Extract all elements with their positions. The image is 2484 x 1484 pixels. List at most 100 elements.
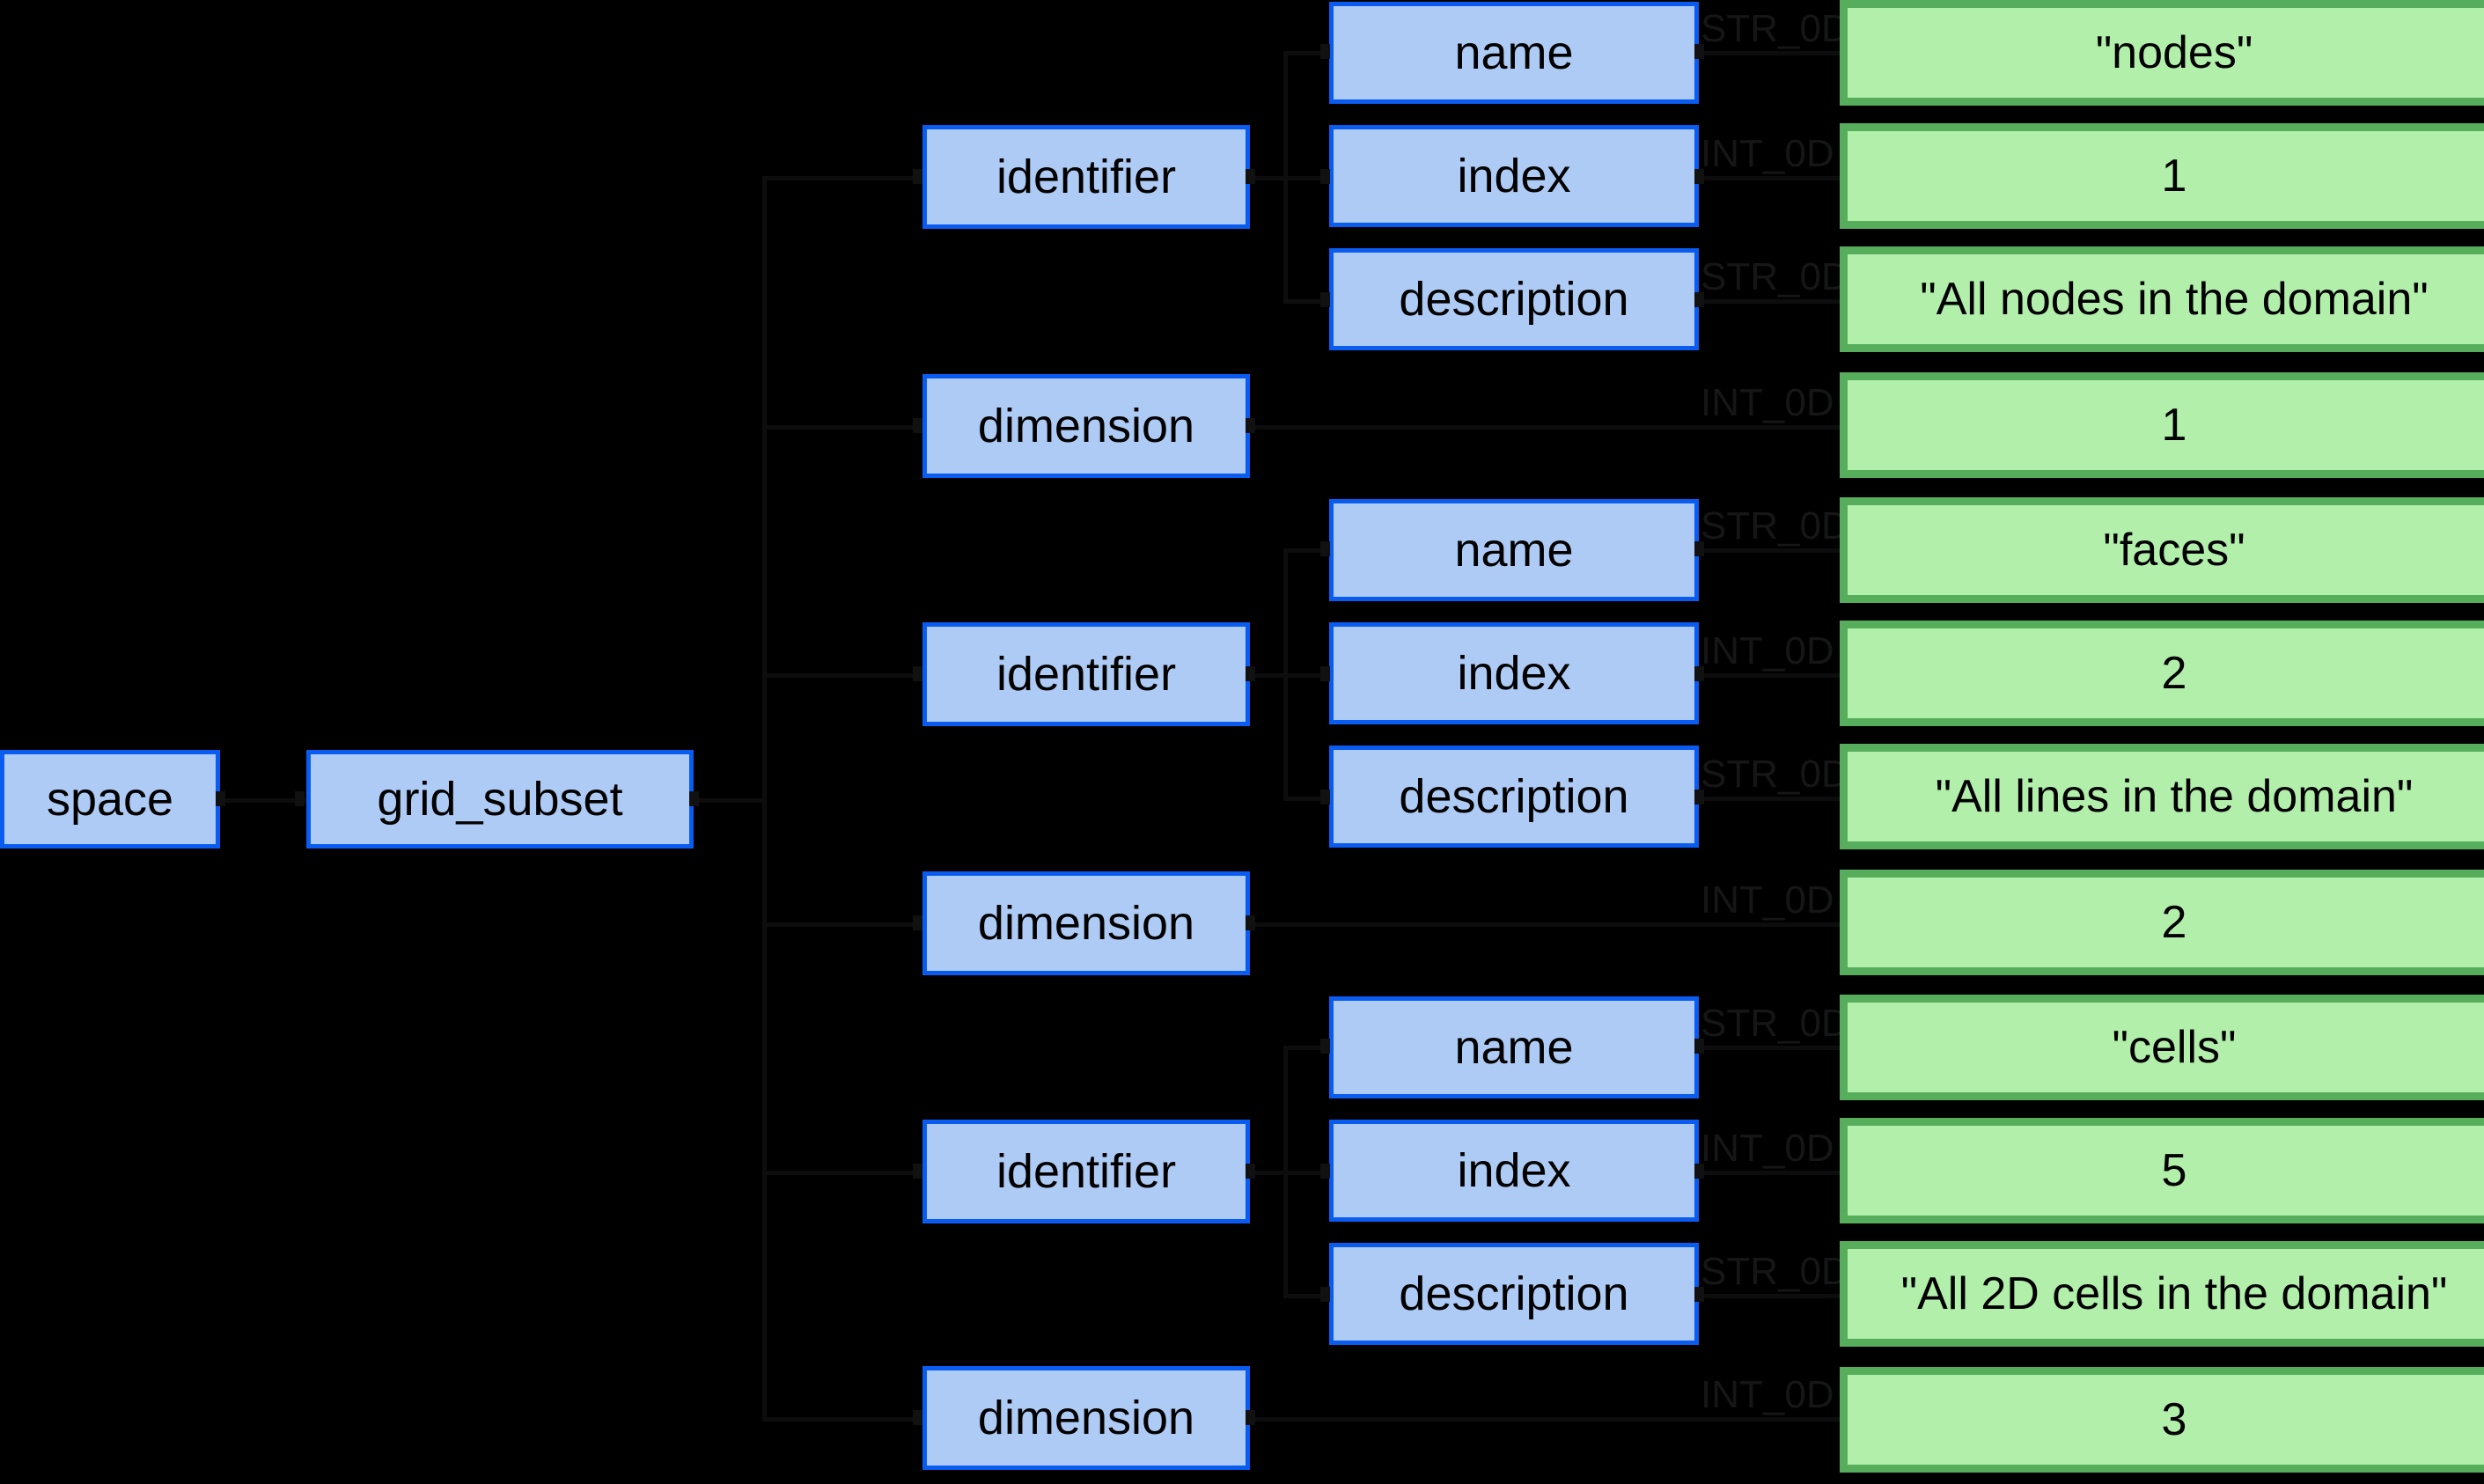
value-node-nodes-dimension: 1: [1840, 372, 2484, 478]
node-identifier-1[interactable]: identifier: [922, 125, 1250, 229]
node-space[interactable]: space: [0, 750, 220, 849]
edge-value-1: [1699, 51, 1840, 55]
node-name-1[interactable]: name: [1329, 2, 1699, 104]
nub-index-3-right: [1694, 1164, 1704, 1179]
edge-label-int-0d-1: INT_0D: [1701, 132, 1834, 175]
edge-id3-description: [1283, 1294, 1331, 1298]
edge-id2-description: [1283, 797, 1331, 801]
edge-id1-description: [1283, 299, 1331, 304]
edge-value-4: [1250, 425, 1840, 430]
value-node-cells-name: "cells": [1840, 995, 2484, 1100]
nub-grid-subset-right: [689, 791, 699, 806]
edge-branch-level2-6: [762, 1417, 922, 1422]
value-node-cells-index: 5: [1840, 1118, 2484, 1223]
node-identifier-3[interactable]: identifier: [922, 1120, 1250, 1223]
edge-id1-trunk: [1250, 176, 1285, 180]
value-node-nodes-index: 1: [1840, 123, 2484, 229]
edge-value-5: [1699, 548, 1840, 553]
edge-label-str-0d-1: STR_0D: [1701, 7, 1849, 50]
edge-value-2: [1699, 176, 1840, 180]
nub-dimension-3-right: [1246, 1410, 1255, 1425]
node-dimension-1[interactable]: dimension: [922, 374, 1250, 478]
nub-index-1-left: [1320, 169, 1330, 184]
edge-id2-trunk: [1250, 673, 1285, 678]
edge-id3-name: [1283, 1046, 1331, 1050]
edge-value-11: [1699, 1294, 1840, 1298]
edge-label-str-0d-3: STR_0D: [1701, 504, 1849, 547]
nub-dimension-1-right: [1246, 418, 1255, 433]
nub-index-3-left: [1320, 1164, 1330, 1179]
edge-label-str-0d-2: STR_0D: [1701, 255, 1849, 298]
node-index-3[interactable]: index: [1329, 1120, 1699, 1222]
node-index-2[interactable]: index: [1329, 622, 1699, 724]
nub-space-right: [216, 791, 225, 806]
edge-label-int-0d-3: INT_0D: [1701, 629, 1834, 672]
nub-description-2-right: [1694, 790, 1704, 804]
nub-description-1-right: [1694, 292, 1704, 307]
edge-space-to-grid-subset: [222, 798, 310, 803]
nub-identifier-1-right: [1246, 169, 1255, 184]
nub-name-2-right: [1694, 541, 1704, 556]
edge-grid-subset-spine: [762, 176, 767, 1417]
node-dimension-3[interactable]: dimension: [922, 1366, 1250, 1470]
nub-dimension-1-left: [913, 418, 922, 433]
value-node-nodes-name: "nodes": [1840, 0, 2484, 106]
edge-grid-subset-trunk: [694, 798, 764, 803]
edge-id2-name: [1283, 548, 1331, 553]
edge-label-int-0d-5: INT_0D: [1701, 1127, 1834, 1170]
edge-id3-trunk: [1250, 1171, 1285, 1175]
value-node-cells-description: "All 2D cells in the domain": [1840, 1241, 2484, 1347]
value-node-faces-name: "faces": [1840, 497, 2484, 603]
nub-identifier-3-right: [1246, 1164, 1255, 1179]
nub-description-2-left: [1320, 790, 1330, 804]
node-dimension-2[interactable]: dimension: [922, 871, 1250, 975]
edge-label-str-0d-6: STR_0D: [1701, 1250, 1849, 1293]
edge-id1-index: [1283, 176, 1331, 180]
nub-dimension-3-left: [913, 1410, 922, 1425]
edge-label-int-0d-6: INT_0D: [1701, 1373, 1834, 1416]
edge-value-10: [1699, 1171, 1840, 1175]
nub-description-3-right: [1694, 1287, 1704, 1302]
edge-branch-level2-4: [762, 922, 922, 927]
value-node-faces-index: 2: [1840, 621, 2484, 726]
nub-dimension-2-right: [1246, 915, 1255, 930]
nub-name-1-right: [1694, 44, 1704, 59]
node-name-3[interactable]: name: [1329, 996, 1699, 1098]
node-description-1[interactable]: description: [1329, 248, 1699, 350]
nub-description-3-left: [1320, 1287, 1330, 1302]
value-node-faces-dimension: 2: [1840, 870, 2484, 975]
edge-id3-index: [1283, 1171, 1331, 1175]
nub-dimension-2-left: [913, 915, 922, 930]
nub-identifier-2-right: [1246, 666, 1255, 681]
edge-value-6: [1699, 673, 1840, 678]
nub-index-2-right: [1694, 666, 1704, 681]
nub-grid-subset-left: [295, 791, 305, 806]
node-name-2[interactable]: name: [1329, 499, 1699, 601]
edge-branch-level2-1: [762, 176, 922, 180]
nub-name-1-left: [1320, 44, 1330, 59]
nub-identifier-3-left: [913, 1164, 922, 1179]
edge-value-9: [1699, 1046, 1840, 1050]
edge-value-12: [1250, 1417, 1840, 1422]
value-node-faces-description: "All lines in the domain": [1840, 744, 2484, 849]
edge-label-int-0d-2: INT_0D: [1701, 381, 1834, 424]
edge-value-7: [1699, 797, 1840, 801]
edge-value-8: [1250, 922, 1840, 927]
value-node-nodes-description: "All nodes in the domain": [1840, 246, 2484, 352]
edge-id2-index: [1283, 673, 1331, 678]
node-description-3[interactable]: description: [1329, 1243, 1699, 1345]
node-index-1[interactable]: index: [1329, 125, 1699, 227]
nub-description-1-left: [1320, 292, 1330, 307]
node-identifier-2[interactable]: identifier: [922, 622, 1250, 726]
nub-identifier-1-left: [913, 169, 922, 184]
node-description-2[interactable]: description: [1329, 746, 1699, 848]
nub-name-3-right: [1694, 1039, 1704, 1054]
node-grid-subset[interactable]: grid_subset: [306, 750, 694, 849]
edge-branch-level2-2: [762, 425, 922, 430]
edge-label-str-0d-5: STR_0D: [1701, 1002, 1849, 1045]
edge-value-3: [1699, 299, 1840, 304]
nub-identifier-2-left: [913, 666, 922, 681]
edge-branch-level2-5: [762, 1171, 922, 1175]
value-node-cells-dimension: 3: [1840, 1367, 2484, 1473]
